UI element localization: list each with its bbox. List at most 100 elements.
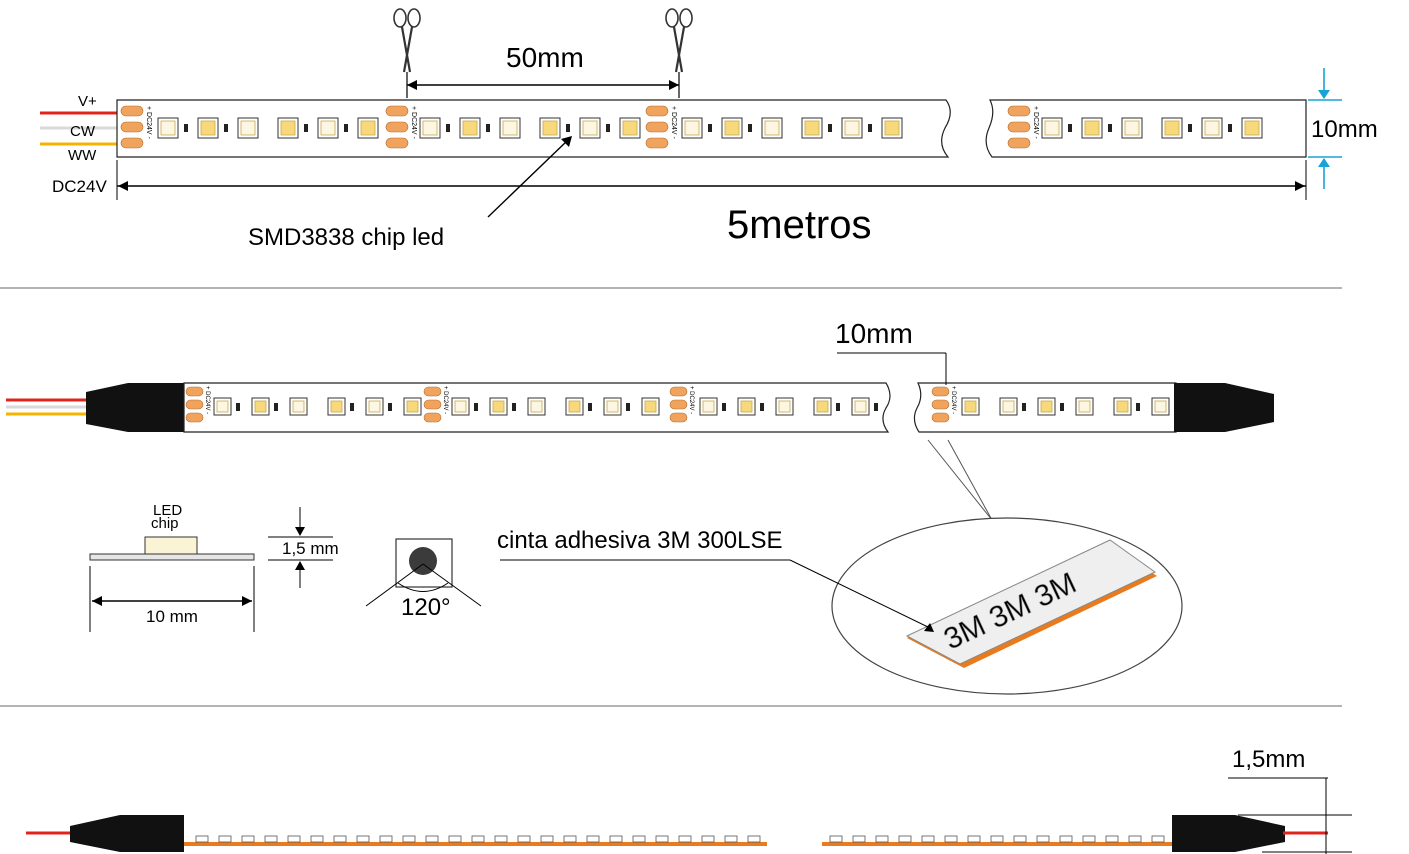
side-chip <box>402 835 416 843</box>
solder-pad <box>120 121 144 133</box>
side-chip <box>967 835 981 843</box>
side-chip <box>448 835 462 843</box>
angle-ray-right <box>422 563 482 607</box>
led-emitter <box>884 120 900 136</box>
solder-pad <box>931 412 950 423</box>
side-chip <box>264 835 278 843</box>
led-emitter <box>502 120 518 136</box>
led-emitter <box>530 400 543 413</box>
resistor <box>274 403 278 411</box>
side-chip <box>829 835 843 843</box>
section-sealed-view: + DC24V -+ DC24V -+ DC24V -+ DC24V - 10m… <box>6 318 1274 695</box>
led-emitter <box>764 120 780 136</box>
solder-pad <box>185 386 204 397</box>
side-chip <box>310 835 324 843</box>
led-emitter <box>804 120 820 136</box>
side-chip <box>1082 835 1096 843</box>
side-chip <box>921 835 935 843</box>
led-emitter <box>422 120 438 136</box>
led-emitter <box>254 400 267 413</box>
wire-label-cw: CW <box>70 123 96 140</box>
tape-surface <box>905 539 1156 665</box>
s3-cap-left <box>70 815 184 852</box>
side-chip <box>875 835 889 843</box>
width-label: 10mm <box>1311 116 1378 143</box>
pad-marking: + DC24V - <box>1032 106 1039 140</box>
thickness-label: 1,5 mm <box>282 539 339 558</box>
led-emitter <box>1124 120 1140 136</box>
resistor <box>388 403 392 411</box>
solder-pad <box>645 121 669 133</box>
side-chip <box>609 835 623 843</box>
side-chip <box>379 835 393 843</box>
solder-pad <box>931 399 950 410</box>
angle-arc <box>397 582 449 592</box>
resistor <box>828 124 832 132</box>
scissors-icon <box>393 8 421 98</box>
resistor <box>512 403 516 411</box>
angle-led-dot <box>409 547 437 575</box>
wire-label-v-plus: V+ <box>78 93 97 110</box>
led-emitter <box>606 400 619 413</box>
chip-callout-arrow <box>561 136 572 147</box>
led-emitter <box>1116 400 1129 413</box>
side-chip <box>563 835 577 843</box>
side-chip <box>1151 835 1165 843</box>
side-chip <box>471 835 485 843</box>
resistor <box>626 403 630 411</box>
led-emitter <box>542 120 558 136</box>
tape-label: cinta adhesiva 3M 300LSE <box>497 527 783 554</box>
chip-callout-line <box>487 139 569 218</box>
led-emitter <box>684 120 700 136</box>
led-emitter <box>462 120 478 136</box>
solder-pad <box>423 399 442 410</box>
side-chip <box>218 835 232 843</box>
side-chip <box>1036 835 1050 843</box>
end-cap-left <box>86 383 186 432</box>
resistor <box>304 124 308 132</box>
voltage-label: DC24V <box>52 177 107 196</box>
pad-marking: + DC24V - <box>410 106 417 140</box>
solder-pad <box>1007 137 1031 149</box>
pad-marking: + DC24V - <box>442 386 448 414</box>
angle-ray-left <box>365 563 424 607</box>
side-chip <box>990 835 1004 843</box>
end-cap-right <box>1174 383 1274 432</box>
side-chip <box>655 835 669 843</box>
wire-label-ww: WW <box>68 147 97 164</box>
side-chip <box>1013 835 1027 843</box>
led-emitter <box>200 120 216 136</box>
solder-pad <box>185 399 204 410</box>
strip-top-components: + DC24V -+ DC24V -+ DC24V -+ DC24V - <box>120 105 1263 149</box>
solder-pad <box>1007 121 1031 133</box>
led-emitter <box>622 120 638 136</box>
led-emitter <box>1164 120 1180 136</box>
resistor <box>1022 403 1026 411</box>
side-chip <box>678 835 692 843</box>
resistor <box>1136 403 1140 411</box>
chip-label: SMD3838 chip led <box>248 224 444 251</box>
solder-pad <box>645 137 669 149</box>
side-chip <box>356 835 370 843</box>
resistor <box>224 124 228 132</box>
led-emitter <box>1044 120 1060 136</box>
resistor <box>606 124 610 132</box>
solder-pad <box>645 105 669 117</box>
led-emitter <box>216 400 229 413</box>
solder-pad <box>931 386 950 397</box>
resistor <box>874 403 878 411</box>
s2-width-label: 10mm <box>835 318 913 349</box>
side-chip <box>1105 835 1119 843</box>
pad-marking: + DC24V - <box>688 386 694 414</box>
pcb-profile <box>89 553 255 561</box>
resistor <box>236 403 240 411</box>
resistor <box>486 124 490 132</box>
s2-strip-components: + DC24V -+ DC24V -+ DC24V -+ DC24V - <box>185 386 1178 423</box>
profile-width-label: 10 mm <box>146 607 198 626</box>
led-emitter <box>454 400 467 413</box>
side-chip <box>494 835 508 843</box>
solder-pad <box>669 399 688 410</box>
side-chip <box>701 835 715 843</box>
side-chip <box>241 835 255 843</box>
